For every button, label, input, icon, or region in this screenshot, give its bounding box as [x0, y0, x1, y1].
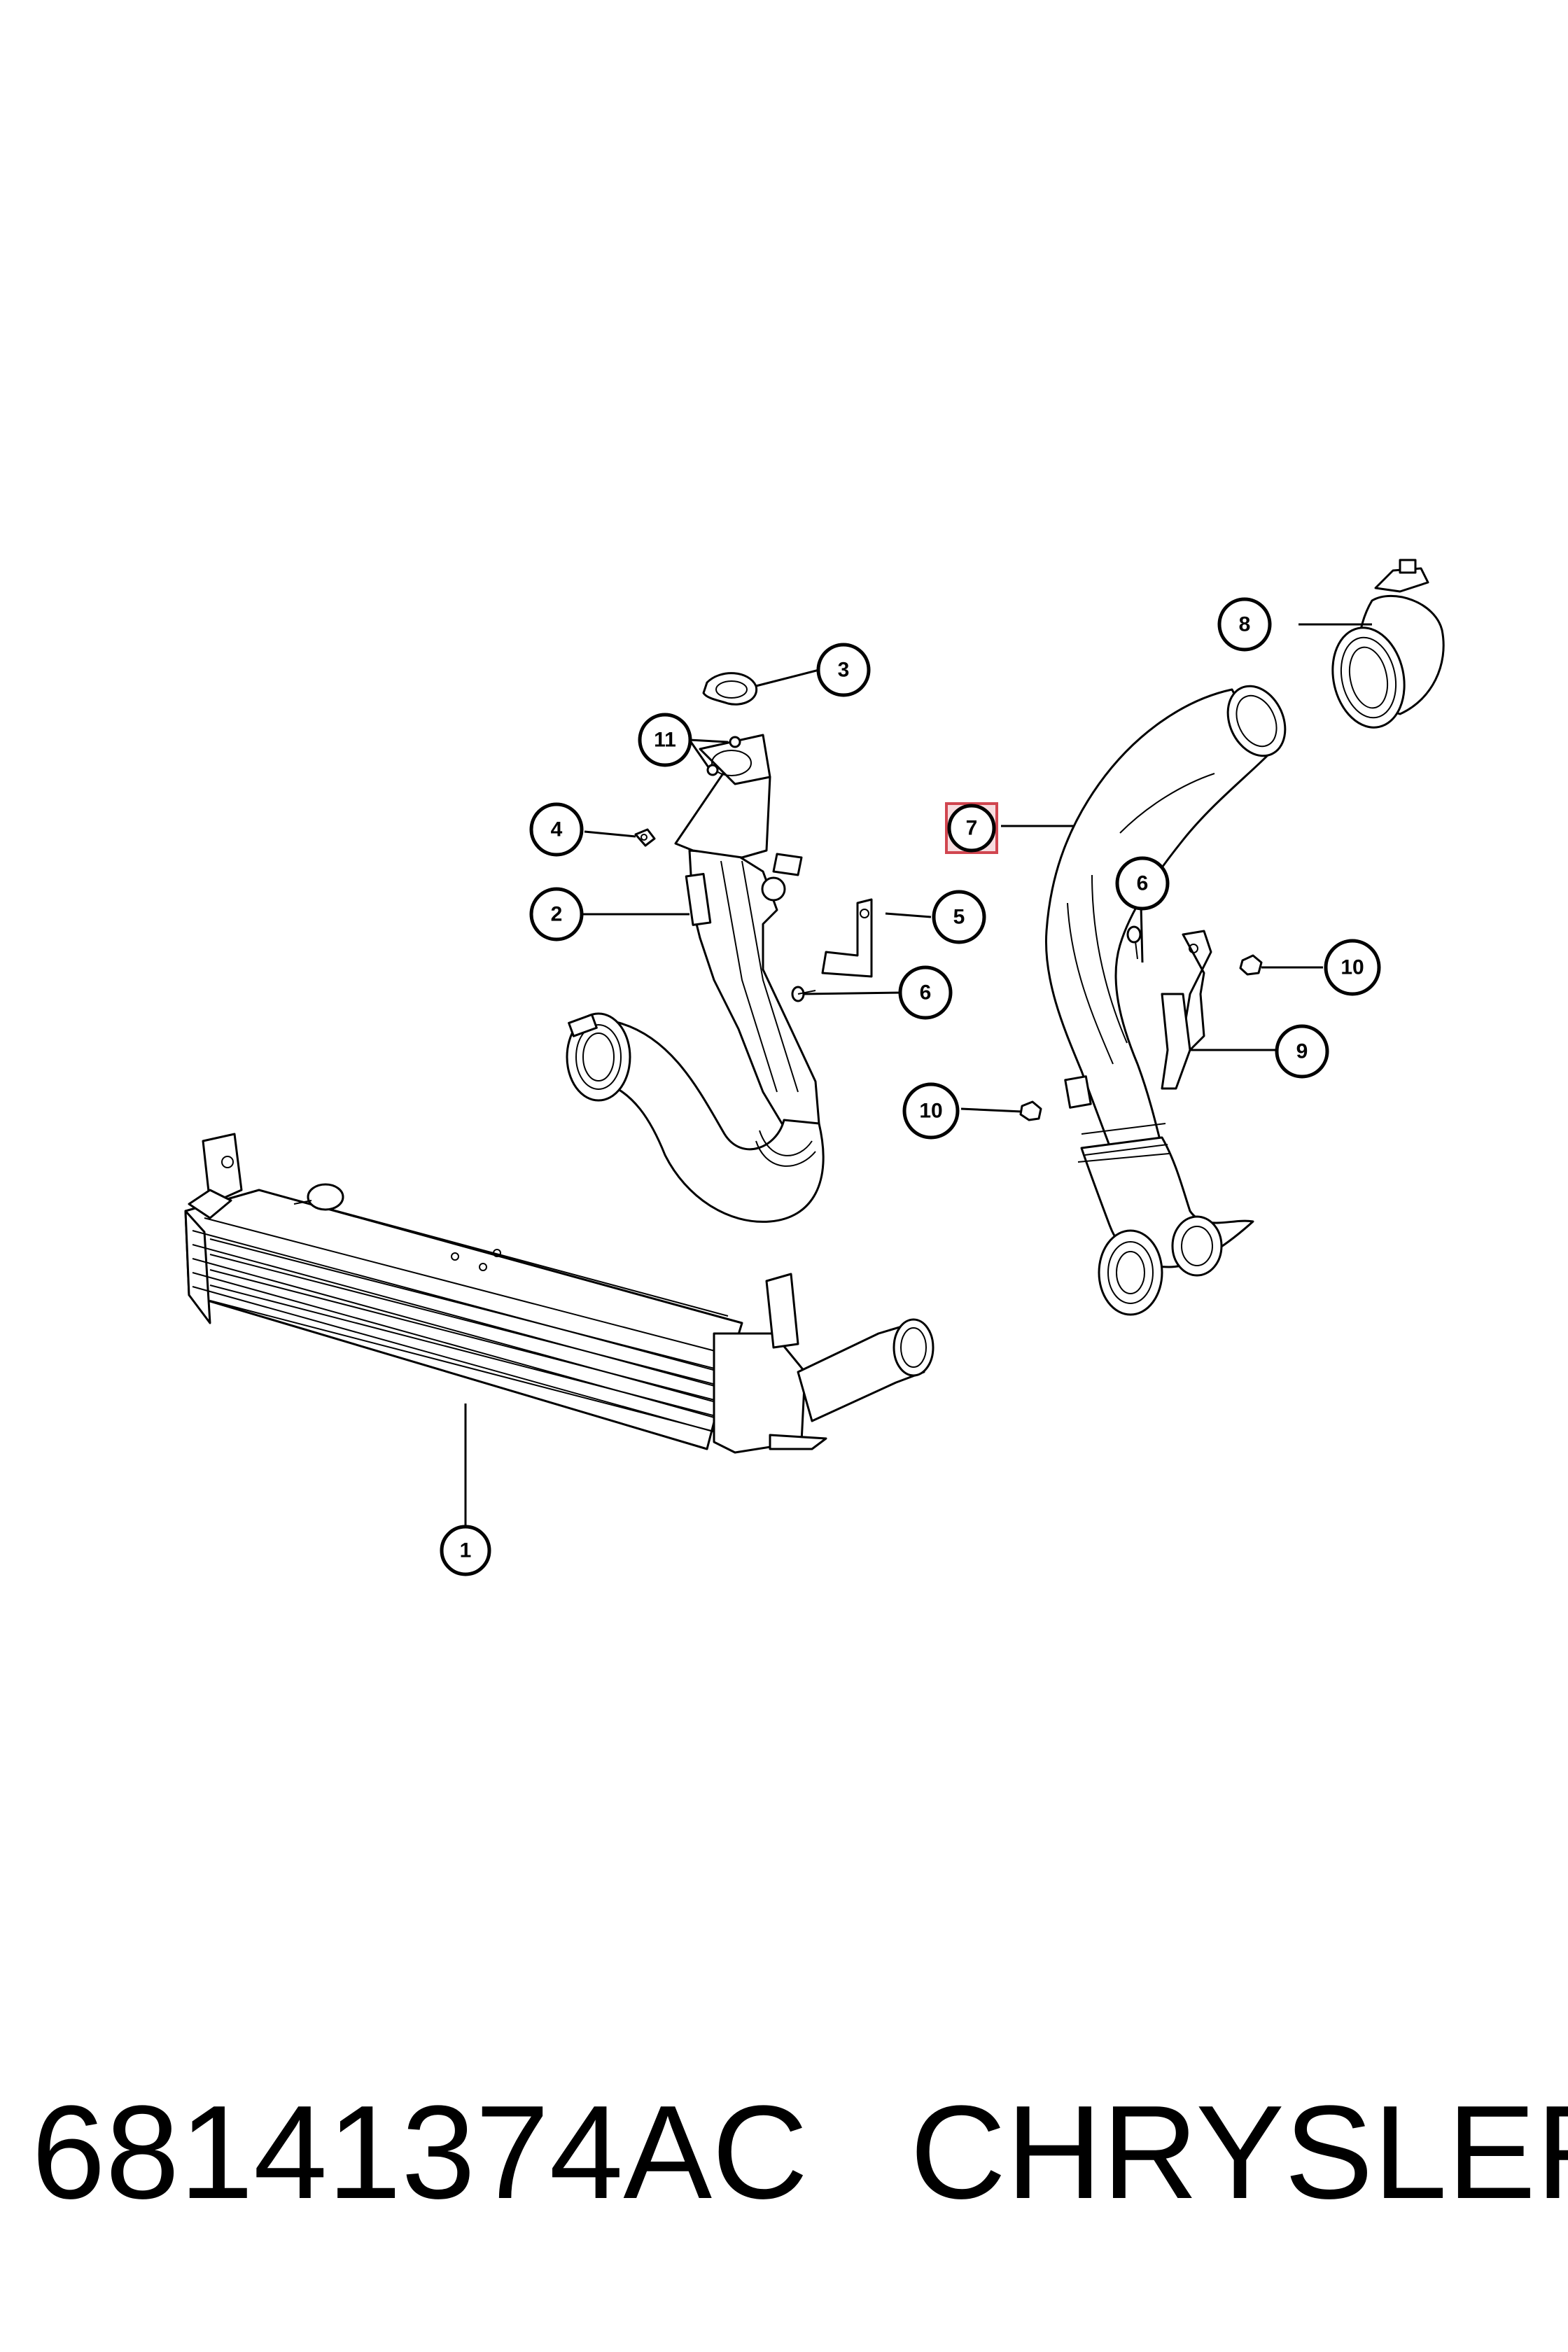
- svg-text:1: 1: [460, 1539, 472, 1562]
- callout-6-left[interactable]: 6: [898, 965, 953, 1020]
- charge-air-tube-part[interactable]: [1044, 677, 1296, 1316]
- svg-text:2: 2: [551, 903, 563, 926]
- svg-text:5: 5: [953, 906, 965, 929]
- callout-3[interactable]: 3: [816, 643, 871, 697]
- callout-5[interactable]: 5: [932, 890, 986, 944]
- svg-text:4: 4: [551, 818, 563, 841]
- svg-text:3: 3: [838, 659, 850, 682]
- callout-11[interactable]: 11: [638, 713, 692, 767]
- svg-text:6: 6: [1137, 872, 1149, 895]
- part-number-caption: 68141374AC: [31, 2078, 808, 2227]
- nut-part-10-left[interactable]: [1019, 1100, 1042, 1121]
- bracket-part-9[interactable]: [1161, 930, 1212, 1090]
- svg-text:6: 6: [920, 981, 932, 1004]
- brand-caption: CHRYSLER: [910, 2078, 1568, 2227]
- svg-text:7: 7: [966, 817, 978, 840]
- leader-lines: [464, 623, 1372, 1526]
- callout-6-right[interactable]: 6: [1115, 856, 1170, 911]
- callout-7-highlighted[interactable]: 7: [945, 802, 998, 854]
- callout-4[interactable]: 4: [529, 802, 584, 857]
- clip-part-11[interactable]: [706, 736, 741, 776]
- intercooler-part[interactable]: [184, 1133, 934, 1454]
- bolt-part-6-right[interactable]: [1126, 925, 1142, 960]
- clip-part-4[interactable]: [634, 828, 656, 847]
- callout-10-right[interactable]: 10: [1324, 939, 1381, 996]
- callout-2[interactable]: 2: [529, 887, 584, 941]
- callout-8[interactable]: 8: [1217, 597, 1272, 652]
- svg-text:10: 10: [1340, 956, 1364, 979]
- bracket-part-5[interactable]: [821, 898, 873, 978]
- svg-text:9: 9: [1296, 1040, 1308, 1063]
- svg-text:11: 11: [654, 729, 676, 752]
- nut-part-10-right[interactable]: [1239, 954, 1263, 976]
- callout-9[interactable]: 9: [1275, 1024, 1329, 1079]
- callout-1[interactable]: 1: [440, 1525, 491, 1576]
- callout-10-left[interactable]: 10: [902, 1082, 960, 1140]
- sensor-part-8[interactable]: [1324, 559, 1445, 734]
- svg-text:10: 10: [919, 1100, 942, 1123]
- svg-text:8: 8: [1239, 613, 1251, 636]
- duct-part[interactable]: [566, 734, 825, 1223]
- gasket-part[interactable]: [702, 672, 758, 706]
